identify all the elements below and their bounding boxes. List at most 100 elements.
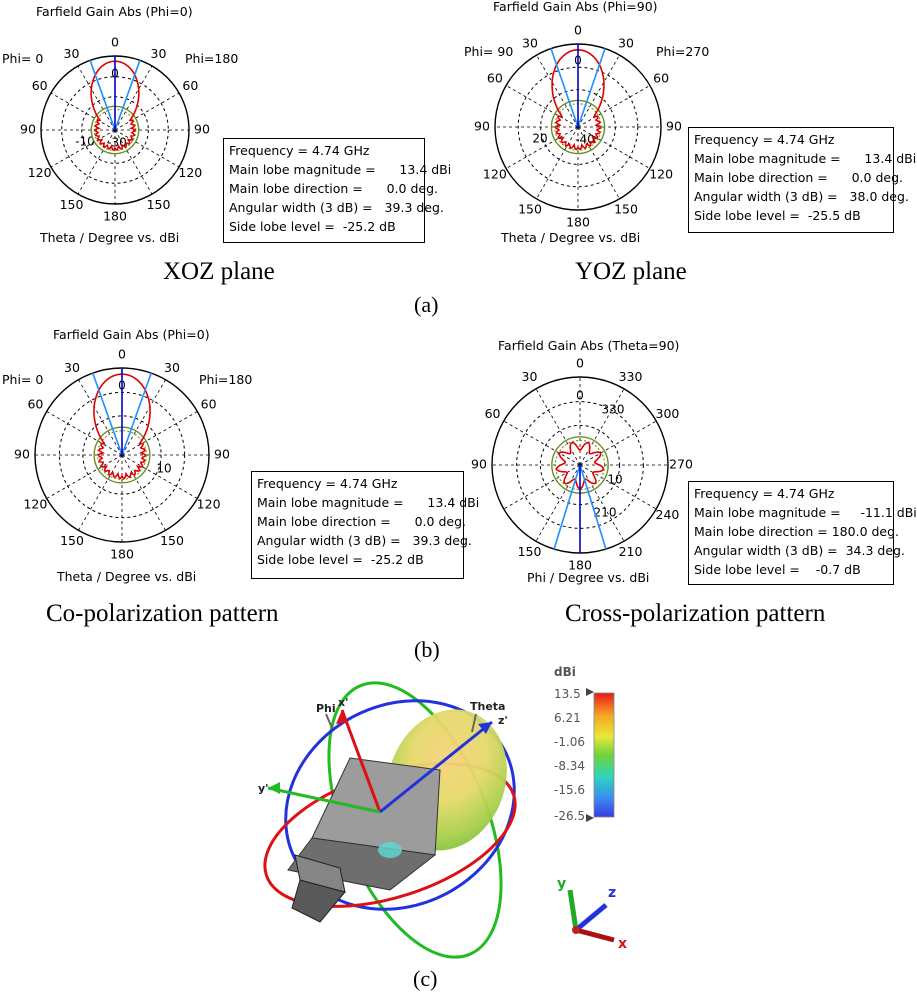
axis-label-z-prime: z': [498, 714, 508, 727]
info-angular-width: Angular width (3 dB) = 39.3 deg.: [229, 200, 444, 215]
reference-circle-inner: [554, 439, 606, 491]
info-frequency: Frequency = 4.74 GHz: [257, 476, 398, 491]
axis-x-prime: [340, 709, 382, 813]
reference-circle-inner: [97, 430, 147, 480]
triad-z-axis: [574, 903, 608, 932]
angle-tick-label: 0: [574, 23, 582, 38]
grid-spoke: [535, 464, 581, 542]
axis-label-phi: Phi: [316, 702, 336, 715]
angle-tick-label: 120: [197, 497, 221, 512]
grid-spoke: [536, 54, 579, 128]
info-side-lobe-level: Side lobe level = -25.2 dB: [229, 219, 396, 234]
angle-tick-label: 300: [656, 406, 680, 421]
angle-tick-label: 90: [194, 122, 210, 137]
angle-tick-label: 90: [20, 122, 36, 137]
grid-ring: [517, 66, 639, 188]
polar-chart-yoz: Farfield Gain Abs (Phi=90) Phi= 90 Phi=2…: [455, 0, 900, 250]
colorbar-tick: 6.21: [554, 711, 581, 725]
grid-spoke: [579, 464, 625, 542]
triad-label-x: x: [618, 936, 627, 952]
angle-tick-label: 60: [485, 406, 501, 421]
angle-tick-label: 180: [566, 215, 590, 230]
sublabel-c: (c): [413, 966, 438, 991]
phi-left-label: Phi= 0: [2, 51, 43, 66]
angle-tick-label: 150: [60, 533, 84, 548]
angle-tick-label: 30: [151, 46, 167, 61]
colorbar-tick: -1.06: [554, 735, 585, 749]
phi-right-label: Phi=180: [199, 372, 252, 387]
info-box-copol: Frequency = 4.74 GHz Main lobe magnitude…: [251, 471, 479, 579]
horn-waveguide-top: [294, 854, 346, 893]
colorbar-svg: dBi 13.5 6.21 -1.06 -8.34 -15.6 -26.5: [554, 665, 615, 823]
grid-spoke: [536, 126, 579, 200]
phi-right-label: Phi=180: [185, 51, 238, 66]
angle-tick-label: 60: [487, 71, 503, 86]
angle-tick-label: 210: [619, 544, 643, 559]
angle-tick-label: 150: [614, 202, 638, 217]
gain-curve: [93, 373, 151, 480]
theta-tick: [471, 713, 477, 733]
angle-tick-label: 270: [669, 457, 693, 472]
angle-tick-label: 90: [214, 447, 230, 462]
angle-tick-label: 60: [201, 397, 217, 412]
arrowhead-x: [336, 710, 348, 724]
axis-caption: Theta / Degree vs. dBi: [39, 230, 179, 245]
polar-plot-xoz: Farfield Gain Abs (Phi=0) Phi= 0 Phi=180…: [2, 4, 238, 245]
polar-chart-copol: Farfield Gain Abs (Phi=0) Phi= 0 Phi=180…: [0, 325, 450, 595]
gain-curve: [551, 48, 605, 151]
info-main-lobe-magnitude: Main lobe magnitude = 13.4 dBi: [229, 162, 452, 177]
grid-ring: [516, 401, 644, 529]
polar-plot-yoz: Farfield Gain Abs (Phi=90) Phi= 90 Phi=2…: [464, 0, 709, 245]
angle-tick-label: 120: [178, 165, 202, 180]
grid-spoke: [505, 126, 579, 169]
angle-tick-label: 180: [103, 209, 127, 224]
angle-tick-label: 120: [23, 497, 47, 512]
grid-spoke: [50, 92, 116, 131]
grid-spoke: [114, 129, 180, 168]
axis-triad-svg: y z x: [557, 876, 627, 952]
triad-origin: [572, 926, 580, 934]
pattern-3d-svg: Phi x' Theta z' y': [258, 681, 517, 959]
beamwidth-line: [114, 60, 141, 131]
angle-tick-label: 330: [619, 369, 643, 384]
pattern-3d: Phi x' Theta z' y': [240, 670, 660, 970]
angle-tick-label: 150: [518, 202, 542, 217]
triad-label-y: y: [557, 876, 566, 892]
phi-right-label: Phi=270: [656, 44, 709, 59]
info-box-crosspol: Frequency = 4.74 GHz Main lobe magnitude…: [688, 481, 917, 585]
back-lobe: [378, 842, 402, 858]
triad-label-z: z: [608, 885, 616, 901]
info-angular-width: Angular width (3 dB) = 34.3 deg.: [694, 543, 905, 558]
grid-spoke: [114, 65, 153, 131]
angle-tick-label: 60: [32, 78, 48, 93]
grid-ring: [82, 415, 162, 495]
angle-tick-label: 240: [656, 507, 680, 522]
grid-spoke: [50, 129, 116, 168]
radial-tick-label: 210: [594, 506, 617, 520]
beamwidth-line: [550, 48, 579, 128]
radial-tick-label: 10: [156, 462, 171, 476]
chart-title: Farfield Gain Abs (Phi=0): [36, 4, 193, 19]
colorbar-tick: -8.34: [554, 759, 585, 773]
grid-spoke: [121, 411, 198, 456]
phi-left-label: Phi= 90: [464, 44, 513, 59]
colorbar-tick: 13.5: [554, 687, 581, 701]
info-box-yoz: Frequency = 4.74 GHz Main lobe magnitude…: [688, 127, 916, 233]
info-side-lobe-level: Side lobe level = -0.7 dB: [694, 562, 861, 577]
grid-spoke: [579, 420, 657, 466]
radial-tick-label: 330: [602, 403, 625, 417]
beamwidth-line: [89, 60, 116, 131]
gain-curve: [90, 60, 140, 151]
colorbar-bottom-marker: [586, 814, 594, 822]
angle-tick-label: 120: [483, 167, 507, 182]
axis-caption: Phi / Degree vs. dBi: [527, 570, 649, 585]
colorbar-tick: -15.6: [554, 783, 585, 797]
angle-tick-label: 60: [27, 397, 43, 412]
grid-spoke: [577, 126, 620, 200]
angle-tick-label: 30: [618, 35, 634, 50]
axis-z-prime: [379, 720, 493, 814]
angle-tick-label: 90: [666, 119, 682, 134]
info-angular-width: Angular width (3 dB) = 38.0 deg.: [694, 189, 909, 204]
angle-tick-label: 150: [147, 197, 171, 212]
